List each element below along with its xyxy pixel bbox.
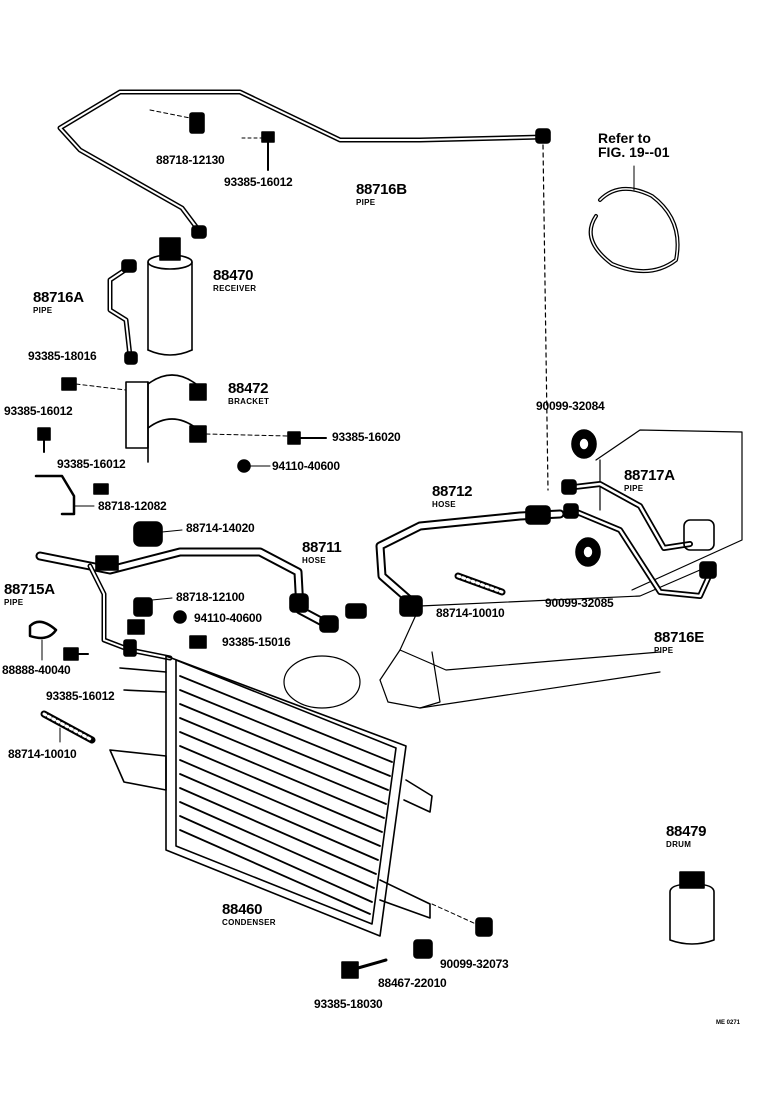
label-94110-40600-low: 94110-40600 (194, 611, 262, 625)
label-88460: 88460 CONDENSER (222, 902, 276, 927)
label-88470: 88470 RECEIVER (213, 268, 256, 293)
label-88888-40040: 88888-40040 (2, 663, 71, 677)
label-93385-18030: 93385-18030 (314, 997, 383, 1011)
label-93385-16020: 93385-16020 (332, 430, 401, 444)
label-88716a: 88716A PIPE (33, 290, 84, 315)
bolt-93385-16012-top (241, 131, 275, 171)
nut-94110-40600-low (173, 610, 187, 624)
nut-94110-40600-top (237, 459, 271, 473)
part-number: 88717A (624, 467, 675, 484)
label-93385-16012-top: 93385-16012 (224, 175, 293, 189)
clip-88888-40040 (28, 620, 58, 661)
label-88711: 88711 HOSE (302, 539, 342, 565)
part-number: 88479 (666, 823, 707, 840)
pipe-88717a (561, 479, 715, 551)
bolt-93385-18016 (61, 377, 127, 391)
part-name: HOSE (302, 556, 326, 565)
clamp-88714-10010-left (40, 710, 96, 744)
label-90099-32084: 90099-32084 (536, 399, 605, 413)
clamp-88718-12130 (149, 109, 205, 134)
label-94110-40600-top: 94110-40600 (272, 459, 340, 473)
label-88714-10010-right: 88714-10010 (436, 606, 505, 620)
pipe-88716e (563, 503, 717, 599)
bolt-93385-16012-low (63, 647, 89, 661)
pipe-88716b (57, 89, 551, 239)
receiver-88470 (147, 237, 193, 356)
label-88718-12100: 88718-12100 (176, 590, 245, 604)
bolt-93385-16012-left (37, 427, 51, 453)
part-name: DRUM (666, 840, 692, 849)
label-90099-32085: 90099-32085 (545, 596, 614, 610)
label-88479: 88479 DRUM (666, 823, 707, 849)
part-number: 88716A (33, 289, 84, 306)
part-name: HOSE (432, 500, 456, 509)
label-93385-16012-mid: 93385-16012 (57, 457, 126, 471)
label-88714-10010-left: 88714-10010 (8, 747, 77, 761)
label-88714-14020: 88714-14020 (186, 521, 255, 535)
compressor-outline (283, 429, 743, 709)
oring-90099-32084 (571, 429, 597, 459)
label-88718-12082: 88718-12082 (98, 499, 167, 513)
part-name: BRACKET (228, 397, 270, 406)
label-88467-22010: 88467-22010 (378, 976, 447, 990)
bolt-93385-16012-mid (93, 483, 109, 495)
part-name: RECEIVER (213, 284, 257, 293)
part-number: 88470 (213, 267, 254, 284)
pipe-88716a (107, 259, 138, 365)
label-93385-15016: 93385-15016 (222, 635, 291, 649)
label-93385-16012-low: 93385-16012 (46, 689, 115, 703)
pipe-88715a (87, 563, 173, 661)
clamp-88718-12100 (127, 597, 173, 635)
part-name: PIPE (33, 306, 53, 315)
part-name: PIPE (624, 484, 644, 493)
part-name: CONDENSER (222, 918, 276, 927)
part-name: PIPE (4, 598, 24, 607)
part-number: 88460 (222, 901, 263, 918)
reference-label: Refer to FIG. 19--01 (598, 131, 670, 159)
label-88712: 88712 HOSE (432, 483, 473, 509)
bolt-93385-18030-part (341, 958, 388, 979)
hose-88712 (345, 505, 565, 619)
label-88716e: 88716E PIPE (654, 630, 704, 655)
reference-line2: FIG. 19--01 (598, 144, 670, 160)
clamp-88718-12082 (34, 474, 95, 516)
bolt-93385-16020 (205, 431, 327, 445)
reference-line1: Refer to (598, 130, 651, 146)
label-88717a: 88717A PIPE (624, 468, 675, 493)
label-93385-18016: 93385-18016 (28, 349, 97, 363)
part-number: 88716B (356, 181, 407, 198)
part-number: 88712 (432, 483, 473, 500)
label-88472: 88472 BRACKET (228, 381, 269, 406)
label-93385-16012-left: 93385-16012 (4, 404, 73, 418)
figure-code: ME 0271 (716, 1020, 741, 1026)
part-name: PIPE (356, 198, 376, 207)
reference-hose-loop (588, 165, 680, 274)
hose-88711 (35, 547, 339, 633)
drum-88479 (669, 871, 715, 945)
label-88715a: 88715A PIPE (4, 582, 55, 607)
oring-90099-32085 (575, 537, 601, 567)
clamp-88714-14020 (133, 521, 183, 547)
label-90099-32073: 90099-32073 (440, 957, 509, 971)
part-number: 88716E (654, 629, 704, 646)
condenser-88460 (109, 655, 433, 937)
bracket-88472 (125, 374, 207, 463)
label-88716b: 88716B PIPE (356, 182, 407, 207)
part-number: 88472 (228, 380, 269, 397)
part-name: PIPE (654, 646, 674, 655)
label-88718-12130: 88718-12130 (156, 153, 225, 167)
oring-90099-32073-part (431, 903, 493, 937)
bolt-93385-15016 (189, 635, 207, 649)
part-number: 88711 (302, 539, 342, 556)
clamp-88714-10010-right (454, 572, 506, 596)
part-number: 88715A (4, 581, 55, 598)
cushion-88467-22010-part (413, 939, 433, 959)
